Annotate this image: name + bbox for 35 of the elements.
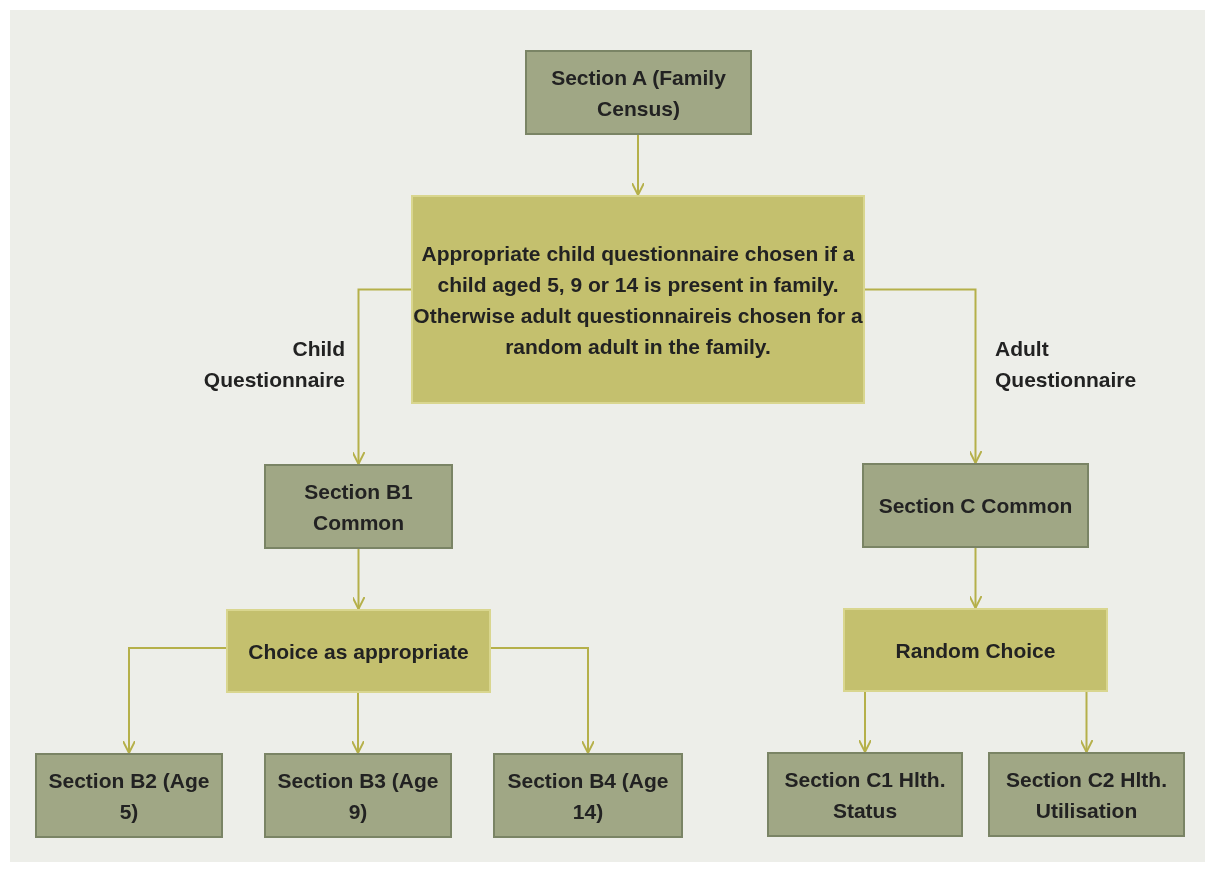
- decision-box: [226, 609, 491, 693]
- arrow: [968, 547, 983, 609]
- edge-label: Adult Questionnaire: [995, 336, 1138, 393]
- arrow: [122, 647, 227, 754]
- box-text: Section B2 (Age 5): [47, 767, 211, 825]
- section-box: [988, 752, 1185, 837]
- arrow: [351, 548, 366, 610]
- box-text: Section B4 (Age 14): [506, 767, 670, 825]
- box-text: Random Choice: [895, 637, 1056, 664]
- arrow: [490, 647, 595, 754]
- section-box: [525, 50, 752, 135]
- box-text: Section C2 Hlth. Utilisation: [1005, 766, 1168, 824]
- arrow: [631, 134, 645, 196]
- box-text: Section C Common: [878, 493, 1073, 519]
- box-text: Otherwise adult questionnaireis chosen for a random adult in the family.: [413, 302, 863, 360]
- section-box: [862, 463, 1089, 548]
- box-text: Section C1 Hlth. Status: [783, 766, 947, 824]
- section-box: [35, 753, 223, 838]
- section-box: [264, 753, 452, 838]
- edge-label: Child Questionnaire: [202, 336, 345, 393]
- section-box: [264, 464, 453, 549]
- section-box: [767, 752, 963, 837]
- arrow: [351, 692, 365, 754]
- arrow: [864, 288, 983, 464]
- section-box: [493, 753, 683, 838]
- box-text: Choice as appropriate: [248, 638, 469, 665]
- box-text: Section B1 Common: [303, 478, 414, 536]
- box-text: Section B3 (Age 9): [276, 767, 440, 825]
- arrow: [1079, 691, 1094, 753]
- decision-box: [411, 195, 865, 404]
- decision-box: [843, 608, 1108, 692]
- box-text: Section A (Family Census): [550, 64, 727, 122]
- box-text: Appropriate child questionnaire chosen if a child aged 5, 9 or 14 is present in family.: [420, 240, 856, 298]
- arrow: [858, 691, 872, 753]
- arrow: [351, 288, 412, 465]
